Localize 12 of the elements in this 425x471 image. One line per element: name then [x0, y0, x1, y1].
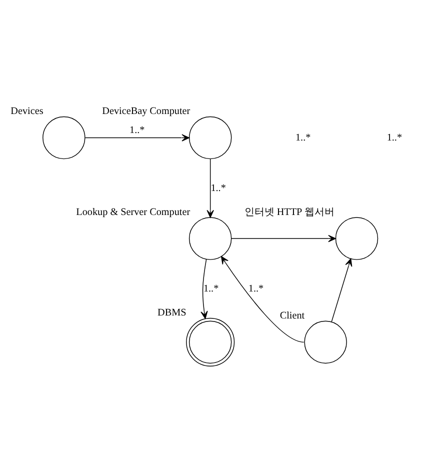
edge-label: 1..*: [210, 182, 226, 194]
edge-label: 1..*: [203, 283, 219, 294]
node-label: 인터넷 HTTP 웹서버: [244, 206, 334, 218]
node-label: Devices: [10, 106, 44, 117]
node-label: DBMS: [158, 307, 186, 318]
node-label: Client: [280, 310, 305, 321]
node-label: DeviceBay Computer: [102, 106, 190, 117]
edge-label: 1..*: [248, 283, 264, 294]
label: 1..*: [386, 132, 402, 143]
edge-label: 1..*: [130, 124, 145, 136]
label: 1..*: [296, 132, 311, 143]
node-label: Lookup & Server Computer: [76, 206, 190, 218]
